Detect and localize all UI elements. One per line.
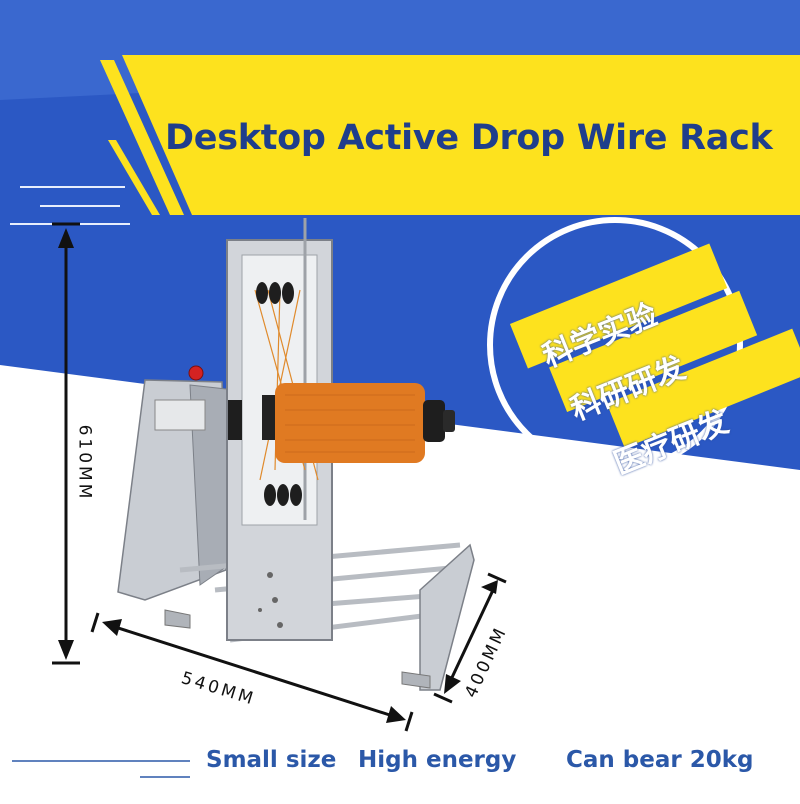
banner-stripe	[100, 60, 184, 215]
wire-rack-machine	[117, 218, 475, 691]
poster-title: Desktop Active Drop Wire Rack	[165, 118, 773, 158]
yellow-banner	[122, 55, 800, 215]
feature-high-energy: High energy	[358, 747, 517, 773]
tag-ring	[487, 217, 743, 473]
bottom-lines	[12, 760, 190, 778]
feature-load-capacity: Can bear 20kg	[566, 747, 754, 773]
tag-strips	[509, 243, 800, 449]
feature-small-size: Small size	[206, 747, 337, 773]
dimension-arrows	[52, 222, 507, 732]
dimension-arrowheads	[58, 228, 498, 723]
height-dimension-label: 610MM	[74, 424, 95, 502]
banner-stripe	[108, 140, 160, 215]
